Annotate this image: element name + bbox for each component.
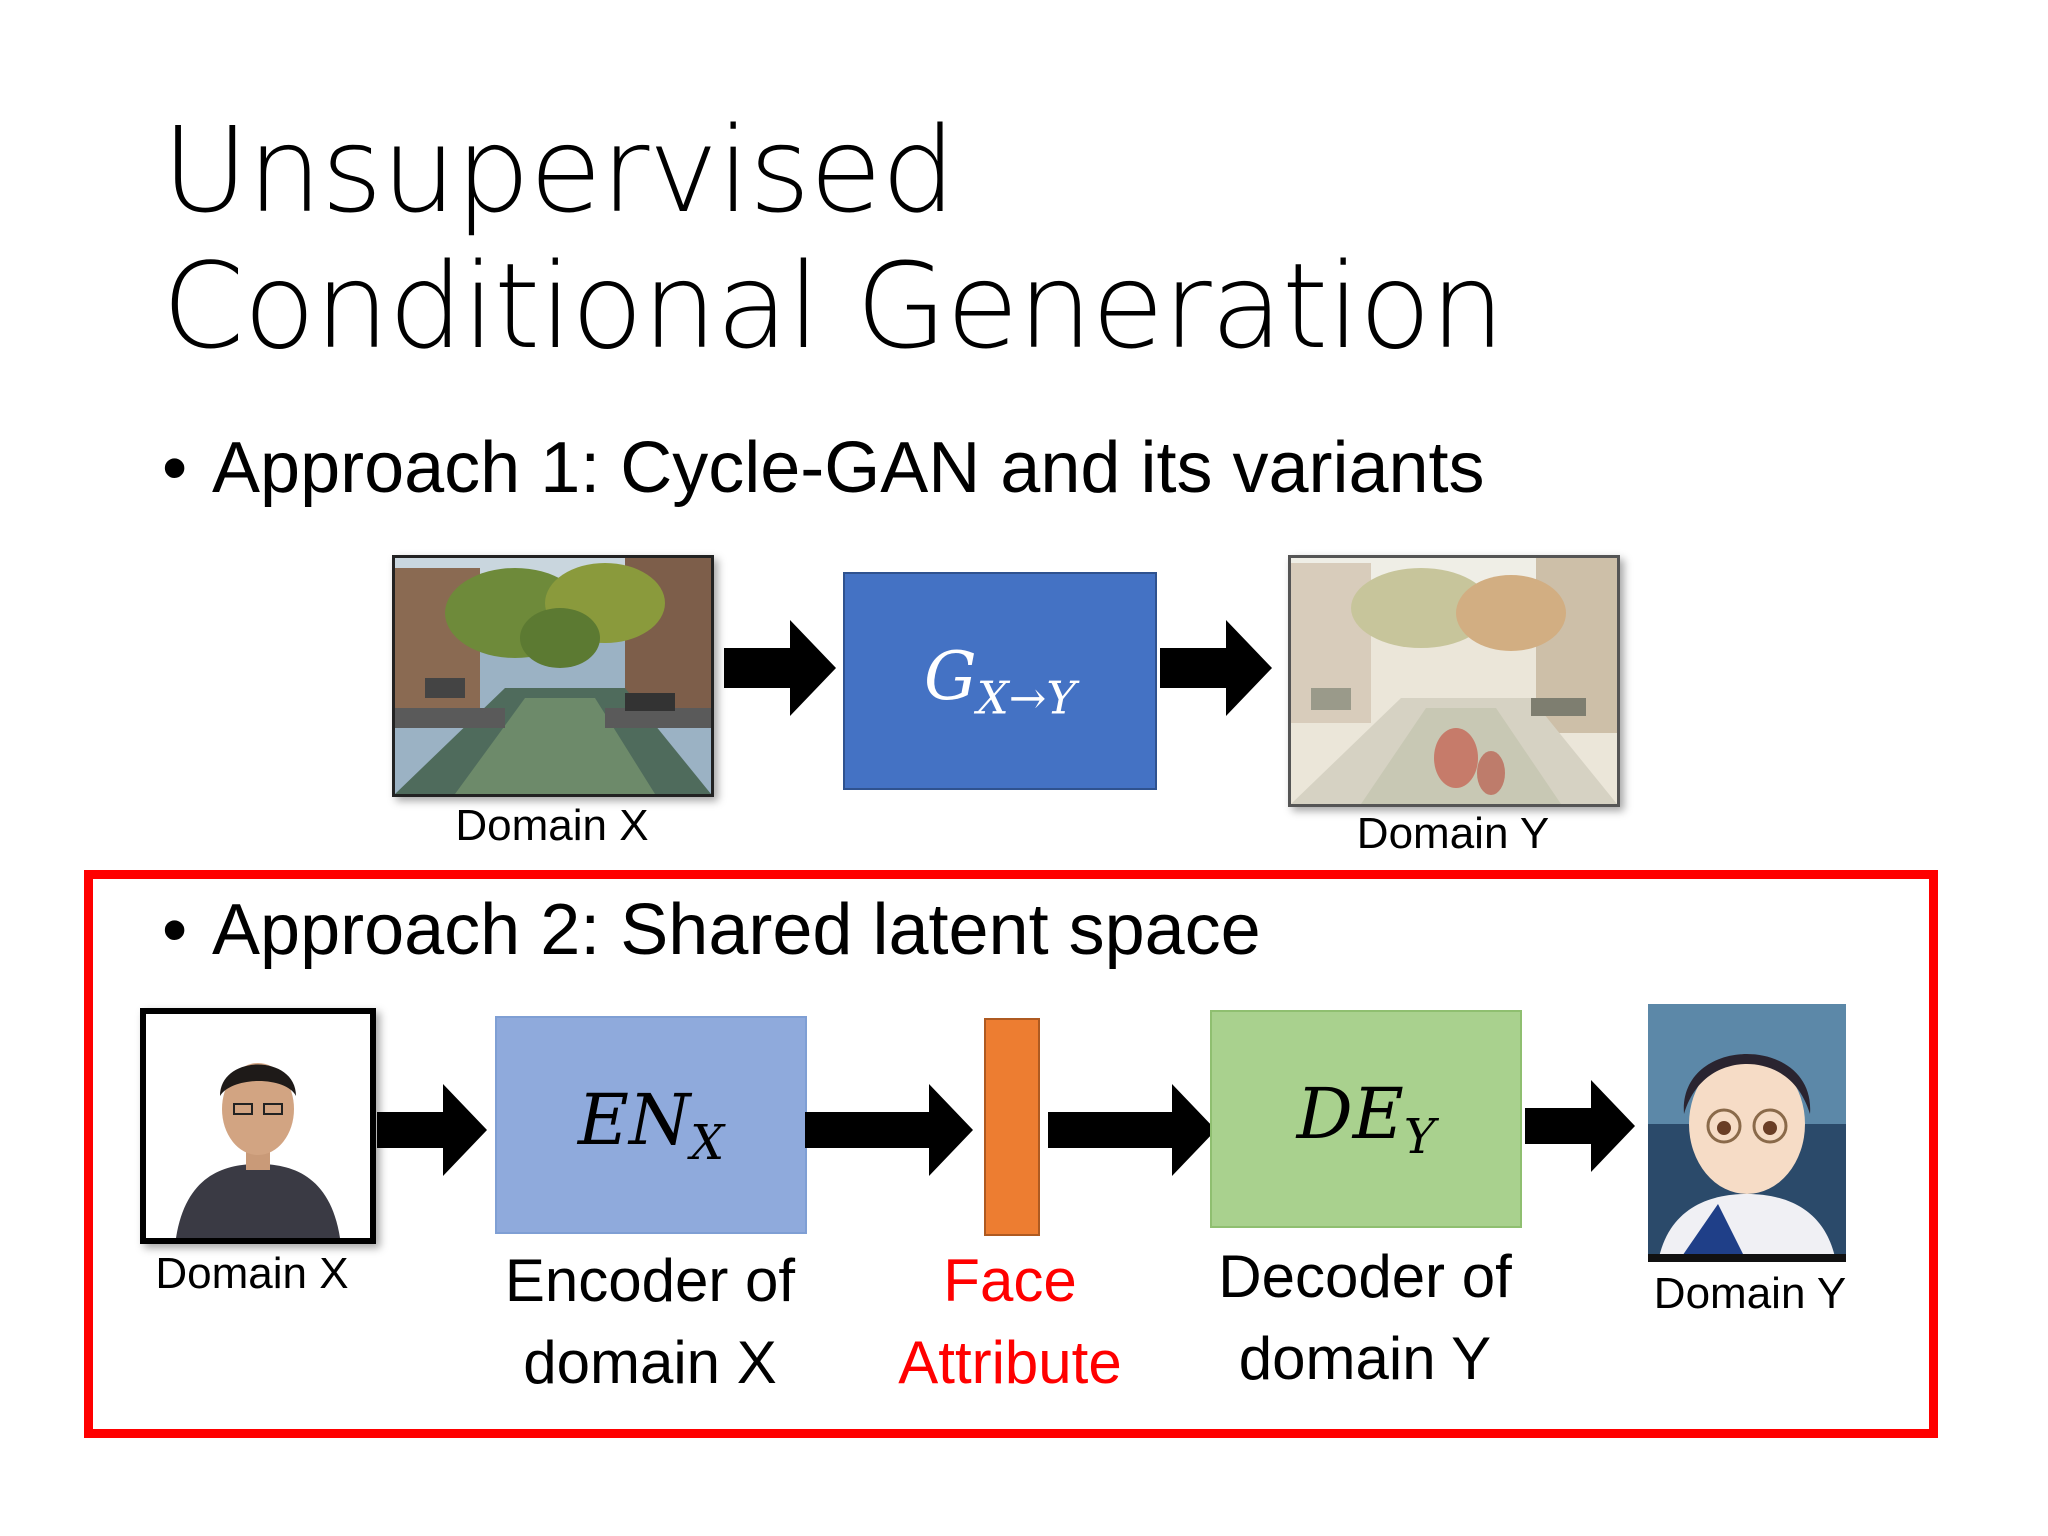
approach1-output-label: Domain Y	[1356, 809, 1550, 858]
arrow-right-icon	[1525, 1080, 1635, 1172]
decoder-subscript: Y	[1403, 1110, 1436, 1166]
decoder-box: DEY	[1210, 1010, 1522, 1228]
generator-subscript: X→Y	[976, 671, 1076, 725]
encoder-main: EN	[577, 1078, 691, 1161]
decoder-main: DE	[1296, 1072, 1404, 1155]
arrow-right-icon	[377, 1084, 487, 1176]
anime-character-image	[1648, 1004, 1846, 1262]
encoder-label-line2: domain X	[523, 1329, 777, 1396]
generator-box: GX→Y	[843, 572, 1157, 790]
approach1-bullet: • Approach 1: Cycle-GAN and its variants	[162, 428, 1485, 508]
bullet-dot: •	[162, 428, 188, 508]
domain-x-portrait-photo	[140, 1008, 376, 1244]
portrait-image	[146, 1014, 370, 1238]
latent-label: Face Attribute	[860, 1240, 1160, 1404]
title-line-2: Conditional Generation	[162, 237, 1505, 375]
decoder-symbol: DEY	[1297, 1073, 1436, 1165]
bullet-dot: •	[162, 890, 188, 970]
arrow-right-icon	[724, 620, 836, 716]
decoder-label-line2: domain Y	[1238, 1325, 1492, 1392]
painting-image	[1291, 558, 1617, 804]
decoder-label-line1: Decoder of	[1218, 1243, 1512, 1310]
domain-y-anime-image	[1648, 1004, 1846, 1262]
encoder-box: ENX	[495, 1016, 807, 1234]
approach2-highlight-frame	[84, 870, 1938, 1438]
slide-title: Unsupervised Conditional Generation	[162, 101, 1505, 375]
approach2-bullet: • Approach 2: Shared latent space	[162, 890, 1261, 970]
approach2-heading: Approach 2: Shared latent space	[212, 890, 1261, 970]
arrow-right-icon	[805, 1084, 973, 1176]
arrow-right-icon	[1160, 620, 1272, 716]
latent-label-line2: Attribute	[898, 1329, 1122, 1396]
approach1-input-label: Domain X	[455, 801, 649, 850]
encoder-label-line1: Encoder of	[504, 1247, 796, 1314]
encoder-symbol: ENX	[578, 1079, 724, 1171]
approach1-heading: Approach 1: Cycle-GAN and its variants	[212, 428, 1485, 508]
encoder-label: Encoder of domain X	[470, 1240, 830, 1404]
generator-fill	[845, 574, 1155, 788]
latent-code-bar	[984, 1018, 1040, 1236]
generator-symbol: GX→Y	[924, 638, 1076, 724]
arrow-right-icon	[1048, 1084, 1216, 1176]
domain-y-painting	[1288, 555, 1620, 807]
decoder-label: Decoder of domain Y	[1180, 1236, 1550, 1400]
domain-x-canal-photo	[392, 555, 714, 797]
canal-photo-image	[395, 558, 711, 794]
generator-main: G	[924, 637, 977, 715]
latent-label-line1: Face	[943, 1247, 1077, 1314]
approach2-input-label: Domain X	[155, 1249, 349, 1298]
title-line-1: Unsupervised	[162, 101, 956, 239]
encoder-subscript: X	[690, 1116, 725, 1172]
approach2-output-label: Domain Y	[1653, 1269, 1847, 1318]
